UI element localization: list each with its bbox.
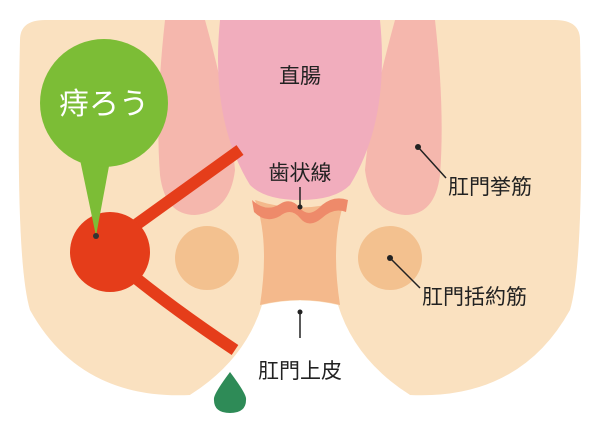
rectum bbox=[218, 20, 382, 200]
label-dentate-line: 歯状線 bbox=[269, 161, 332, 185]
label-anoderm: 肛門上皮 bbox=[258, 359, 342, 383]
leader-levator bbox=[417, 146, 447, 179]
leader-levator-dot bbox=[415, 144, 421, 150]
label-sphincter: 肛門括約筋 bbox=[422, 285, 527, 309]
right-levator-muscle bbox=[365, 20, 442, 215]
anal-opening bbox=[190, 300, 410, 403]
bubble-text: 痔ろう bbox=[59, 87, 149, 122]
label-rectum: 直腸 bbox=[279, 64, 321, 88]
label-levator-muscle: 肛門挙筋 bbox=[448, 175, 532, 199]
speech-bubble bbox=[40, 39, 168, 167]
left-sphincter bbox=[175, 226, 239, 290]
droplet-icon bbox=[213, 372, 247, 413]
leader-dentate-dot bbox=[297, 204, 303, 210]
tail-anchor-dot bbox=[93, 233, 99, 239]
anal-canal bbox=[255, 200, 345, 305]
leader-sphincter bbox=[389, 257, 421, 289]
speech-bubble-tail bbox=[78, 150, 112, 236]
leader-anoderm-dot bbox=[297, 309, 303, 315]
dentate-line bbox=[252, 198, 348, 224]
abscess bbox=[70, 212, 150, 292]
leader-sphincter-dot bbox=[387, 255, 393, 261]
